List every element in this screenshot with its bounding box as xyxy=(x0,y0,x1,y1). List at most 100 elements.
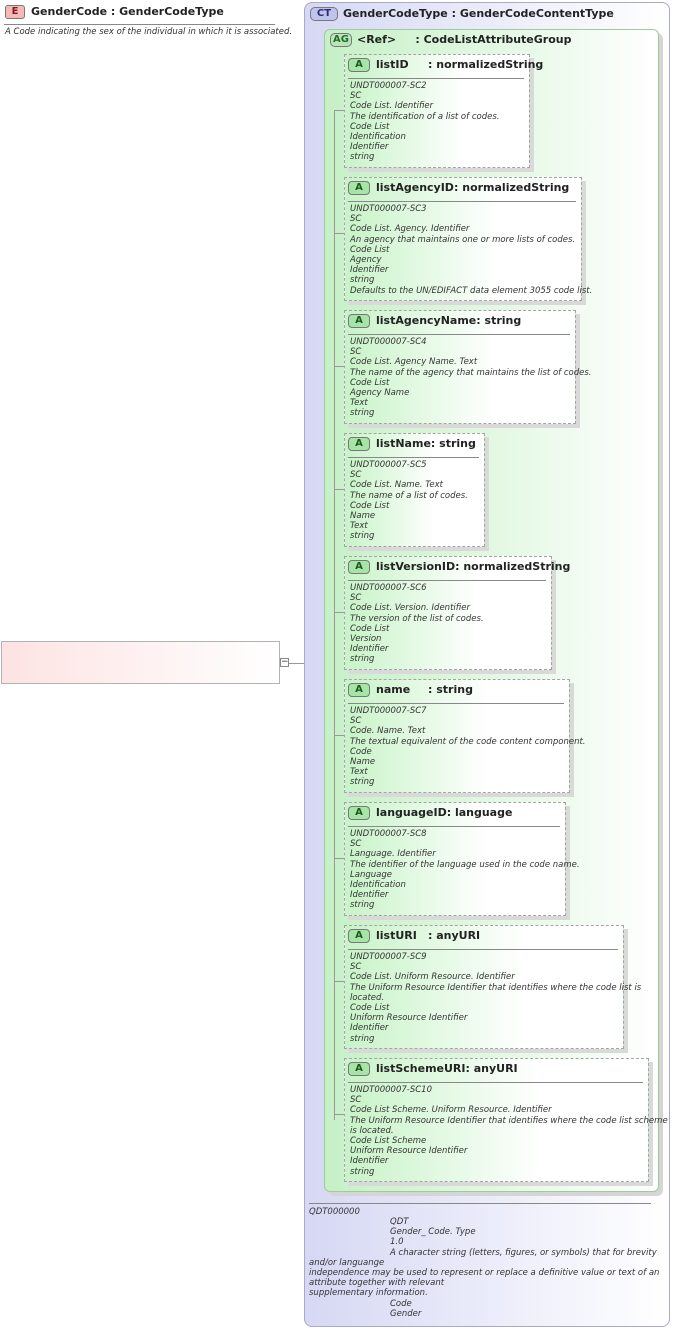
attribute-doc-line: Version xyxy=(350,634,382,645)
attribute-doc-line: SC xyxy=(350,91,362,102)
attribute-box-listid[interactable] xyxy=(344,54,530,168)
attribute-doc-line: The identifier of the language used in t… xyxy=(350,859,580,870)
attribute-doc-line: Code List Scheme xyxy=(350,1136,427,1147)
attribute-badge-icon: A xyxy=(348,58,370,72)
attribute-doc-line: Code List xyxy=(350,377,390,388)
attribute-box-name[interactable] xyxy=(344,679,570,793)
attribute-separator xyxy=(348,1082,643,1083)
complex-type-doc-line: and/or languange xyxy=(309,1257,385,1268)
attribute-doc-line: SC xyxy=(350,214,362,225)
attribute-doc-line: Code List xyxy=(350,121,390,132)
complex-type-doc-line: A character string (letters, figures, or… xyxy=(390,1247,657,1258)
element-type: GenderCodeType xyxy=(119,5,224,18)
element-badge-icon: E xyxy=(5,5,25,19)
attribute-doc-line: Identifier xyxy=(350,1156,389,1167)
attribute-doc-line: An agency that maintains one or more lis… xyxy=(350,234,576,245)
element-documentation: A Code indicating the sex of the individ… xyxy=(5,27,293,37)
attribute-colon: : xyxy=(454,181,463,194)
attribute-name: listName xyxy=(376,437,431,450)
attribute-doc-line: Text xyxy=(350,521,368,532)
attribute-colon: : xyxy=(428,683,437,696)
attribute-doc-line: SC xyxy=(350,1095,362,1106)
collapse-toggle-icon[interactable]: − xyxy=(280,657,289,667)
attribute-badge-icon: A xyxy=(348,929,370,943)
attribute-group-title: AG<Ref> : CodeListAttributeGroup xyxy=(330,33,571,47)
attribute-doc-line: Code List xyxy=(350,244,390,255)
attribute-separator xyxy=(348,826,560,827)
attribute-separator xyxy=(348,580,546,581)
complex-type-doc-line: 1.0 xyxy=(390,1237,404,1248)
attribute-doc-line: Identifier xyxy=(350,265,389,276)
attribute-box-listagencyname[interactable] xyxy=(344,310,576,424)
element-box-gendercode[interactable] xyxy=(1,641,280,684)
attribute-name: listAgencyID xyxy=(376,181,454,194)
attribute-box-listschemeuri[interactable] xyxy=(344,1058,649,1182)
attribute-connector xyxy=(334,110,344,111)
attribute-type: string xyxy=(436,683,473,696)
attribute-doc-line: Code List. Name. Text xyxy=(350,480,443,491)
attribute-doc-line: Code List xyxy=(350,500,390,511)
attribute-badge-icon: A xyxy=(348,560,370,574)
attribute-doc-line: string xyxy=(350,1166,375,1177)
attribute-name: listURI xyxy=(376,929,417,942)
attribute-doc-line: string xyxy=(350,531,375,542)
attribute-doc-line: Name xyxy=(350,757,376,768)
complex-type-base: GenderCodeContentType xyxy=(459,7,614,20)
attribute-badge-icon: A xyxy=(348,314,370,328)
attribute-doc-line: Uniform Resource Identifier xyxy=(350,1146,468,1157)
attribute-badge-icon: A xyxy=(348,683,370,697)
attribute-doc-line: is located. xyxy=(350,1125,394,1136)
attribute-doc-line: Code List. Uniform Resource. Identifier xyxy=(350,972,515,983)
attribute-box-listname[interactable] xyxy=(344,433,485,547)
attribute-doc-line: string xyxy=(350,408,375,419)
attribute-doc-line: Text xyxy=(350,767,368,778)
attribute-doc-line: The textual equivalent of the code conte… xyxy=(350,736,586,747)
attribute-group-name: CodeListAttributeGroup xyxy=(423,33,572,46)
attribute-box-listversionid[interactable] xyxy=(344,556,552,670)
attribute-type: string xyxy=(484,314,522,327)
attribute-doc-line: SC xyxy=(350,470,362,481)
attribute-separator xyxy=(348,334,570,335)
attribute-doc-line: The name of the agency that maintains th… xyxy=(350,367,592,378)
attribute-separator xyxy=(348,78,524,79)
attribute-colon: : xyxy=(455,560,464,573)
attribute-separator xyxy=(348,457,479,458)
attribute-type: normalizedString xyxy=(463,560,571,573)
attribute-doc-line: Name xyxy=(350,511,376,522)
attribute-connector xyxy=(334,489,344,490)
attribute-separator xyxy=(348,949,618,950)
attribute-doc-line: Code List. Identifier xyxy=(350,101,434,112)
attribute-type: anyURI xyxy=(473,1062,518,1075)
attribute-type: string xyxy=(439,437,476,450)
attribute-doc-line: SC xyxy=(350,962,362,973)
attribute-doc-line: UNDT000007-SC10 xyxy=(350,1085,432,1095)
attribute-type: normalizedString xyxy=(462,181,570,194)
attribute-doc-line: Text xyxy=(350,398,368,409)
attribute-doc-line: Uniform Resource Identifier xyxy=(350,1013,468,1024)
attribute-doc-line: Language. Identifier xyxy=(350,849,436,860)
attribute-box-listuri[interactable] xyxy=(344,925,624,1049)
attribute-doc-line: string xyxy=(350,275,375,286)
attribute-group-ref: <Ref> xyxy=(357,33,397,46)
attribute-doc-line: UNDT000007-SC5 xyxy=(350,460,427,470)
attribute-doc-line: SC xyxy=(350,839,362,850)
attribute-box-listagencyid[interactable] xyxy=(344,177,582,301)
attribute-doc-line: Code List. Version. Identifier xyxy=(350,603,470,614)
attribute-doc-line: string xyxy=(350,654,375,665)
attribute-box-languageid[interactable] xyxy=(344,802,566,916)
attribute-doc-line: Code. Name. Text xyxy=(350,726,426,737)
